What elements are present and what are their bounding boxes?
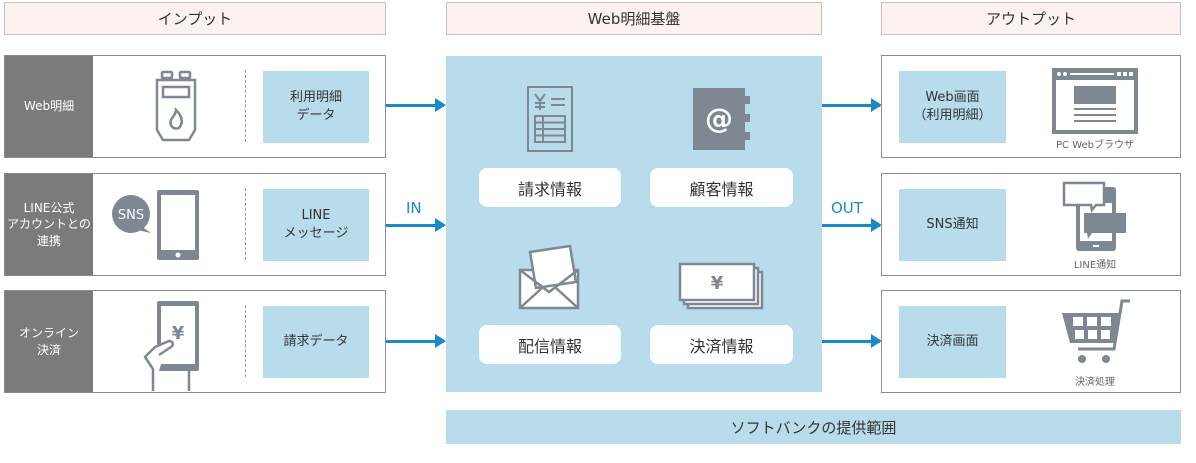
divider [245,70,246,142]
output-data-box: SNS通知 [899,189,1006,261]
gas-meter-icon [155,70,197,142]
in-label: IN [406,199,422,217]
output-row-sns: SNS通知 LINE通知 [881,173,1181,276]
input-row-web: Web明細 利用明細 データ [4,55,386,158]
output-caption: PC Webブラウザ [1056,140,1134,151]
card-payment-info: 決済情報 [650,325,793,364]
card-delivery-info: 配信情報 [479,325,621,364]
hand-smartphone-yen-icon: ¥ [143,301,199,391]
input-data-box: LINE メッセージ [263,189,369,261]
svg-text:@: @ [705,102,733,135]
output-row-web: Web画面 （利用明細） PC Webブラウザ [881,55,1181,158]
card-billing-info: 請求情報 [479,168,621,207]
sns-icon-text: SNS [118,208,144,223]
arrow-right [386,334,446,348]
input-header: インプット [4,2,386,35]
input-data-box: 利用明細 データ [263,71,369,143]
svg-text:¥: ¥ [711,273,724,294]
output-header: アウトプット [881,2,1181,35]
input-row-payment: オンライン 決済 ¥ 請求データ [4,290,386,393]
shopping-cart-icon [1062,299,1130,363]
center-header: Web明細基盤 [446,2,822,35]
center-panel: 請求情報 @ 顧客情報 配信情報 ¥ 決済情報 [446,56,822,392]
output-caption: LINE通知 [1073,260,1117,271]
input-label: Web明細 [5,56,93,157]
input-label: LINE公式 アカウントとの 連携 [5,174,93,275]
input-label: オンライン 決済 [5,291,93,392]
output-caption: 決済処理 [1075,377,1115,388]
invoice-icon [527,86,573,152]
card-customer-info: 顧客情報 [650,168,793,207]
yen-bills-icon: ¥ [678,262,764,310]
input-data-box: 請求データ [263,306,369,378]
arrow-right [386,218,446,232]
output-data-box: 決済画面 [899,306,1006,378]
arrow-right [822,334,882,348]
divider [245,305,246,377]
output-row-payment: 決済画面 決済処理 [881,290,1181,393]
softbank-scope-bar: ソフトバンクの提供範囲 [446,410,1181,444]
divider [245,188,246,260]
input-row-line: LINE公式 アカウントとの 連携 SNS LINE メッセージ [4,173,386,276]
arrow-right [822,98,882,112]
arrow-right [822,218,882,232]
arrow-right [386,98,446,112]
envelope-icon [518,244,580,310]
smartphone-sns-icon: SNS [112,190,199,260]
output-data-box: Web画面 （利用明細） [899,71,1006,143]
out-label: OUT [831,199,863,217]
yen-icon-text: ¥ [172,323,185,344]
address-book-icon: @ [693,88,750,150]
phone-chat-icon [1062,181,1126,251]
browser-icon [1052,68,1138,134]
